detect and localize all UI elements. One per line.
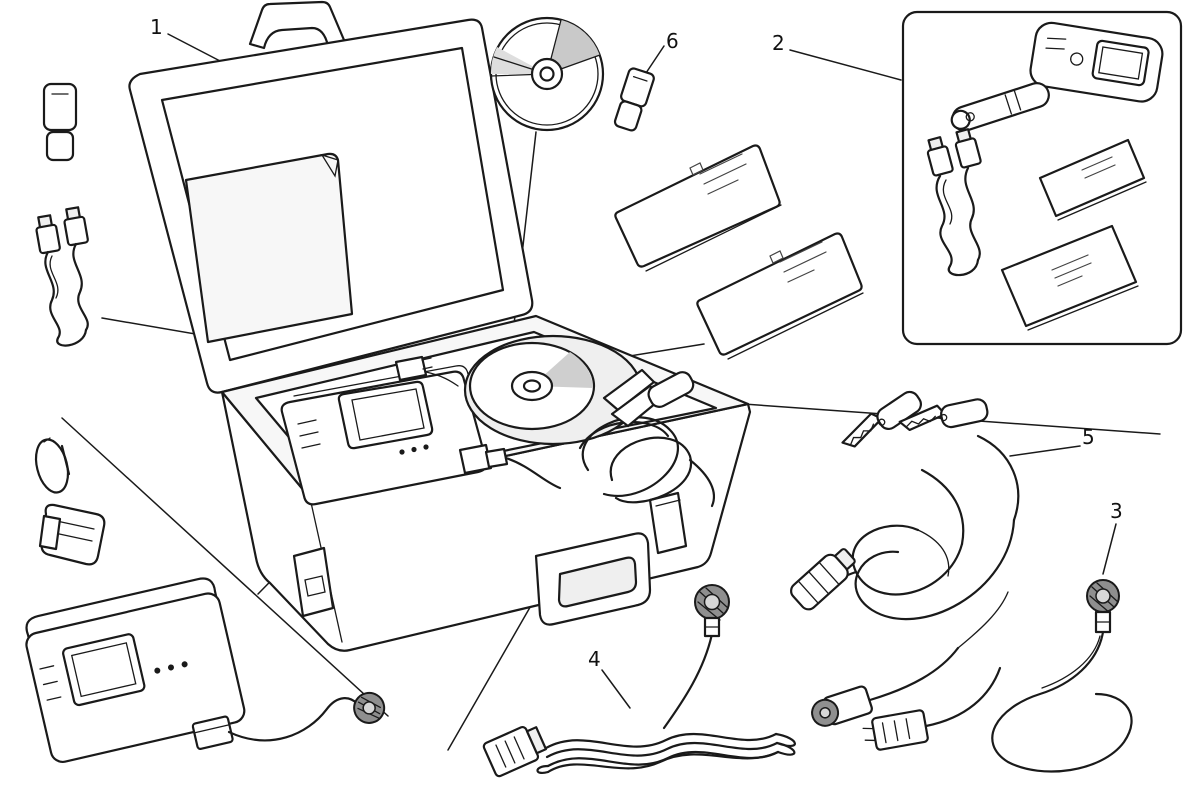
callout-labels: 1 2 3 4 5 6 xyxy=(150,15,1123,671)
cd-disc xyxy=(489,16,605,132)
callout-3: 3 xyxy=(1110,499,1123,523)
tester-grip xyxy=(950,82,1050,132)
battery-clamp-cable xyxy=(790,390,1020,751)
usb-key xyxy=(613,67,655,132)
strap xyxy=(38,503,106,566)
module-connector xyxy=(458,443,562,490)
callout-1: 1 xyxy=(150,15,163,39)
battery-clamp-2 xyxy=(898,398,989,432)
tester-module-connector xyxy=(191,715,234,750)
tester-kit-box xyxy=(901,10,1183,346)
manual-a-text xyxy=(689,153,747,195)
din-connector xyxy=(811,685,873,727)
clamp-cable-connector xyxy=(790,548,856,611)
diagnosis-cable xyxy=(482,584,796,778)
module-ribs xyxy=(297,419,321,449)
kit-manual xyxy=(1000,224,1139,331)
tester-module xyxy=(25,577,386,764)
carabiner-clip xyxy=(34,437,71,494)
callout-6: 6 xyxy=(666,29,679,53)
module-led-dots xyxy=(399,444,429,455)
usb-cable xyxy=(35,206,89,347)
tester-module-screen xyxy=(62,633,146,707)
round-connector xyxy=(694,584,730,638)
cable-connector xyxy=(353,691,386,724)
case-latch-right xyxy=(648,491,688,555)
carrying-case xyxy=(128,0,752,652)
manual-b-text xyxy=(769,241,827,283)
relay-connector xyxy=(862,709,929,751)
callout-5: 5 xyxy=(1082,425,1095,449)
manual-a xyxy=(614,144,782,272)
diagnosis-cable-plug xyxy=(482,725,548,778)
manual-b xyxy=(696,232,864,360)
case-clamp xyxy=(602,368,695,428)
callout-2: 2 xyxy=(772,31,785,55)
round-connector-3 xyxy=(1086,579,1120,634)
kit-usb-cable xyxy=(926,128,982,277)
case-lid-handle xyxy=(248,0,346,50)
kit-quick-guide xyxy=(1038,138,1147,221)
usb-plug xyxy=(394,355,459,387)
handheld-tester xyxy=(950,21,1164,132)
case-cable-bundle xyxy=(578,368,716,508)
callout-4: 4 xyxy=(588,647,601,671)
usb-key-spare xyxy=(42,82,78,162)
lid-document-pocket xyxy=(184,152,354,344)
tester-module-dots xyxy=(154,661,188,674)
case-front-handle xyxy=(534,532,652,626)
case-latch-left xyxy=(292,546,335,618)
connector-cable xyxy=(991,579,1133,773)
case-cd xyxy=(463,334,643,446)
case-tester-module xyxy=(280,355,562,506)
